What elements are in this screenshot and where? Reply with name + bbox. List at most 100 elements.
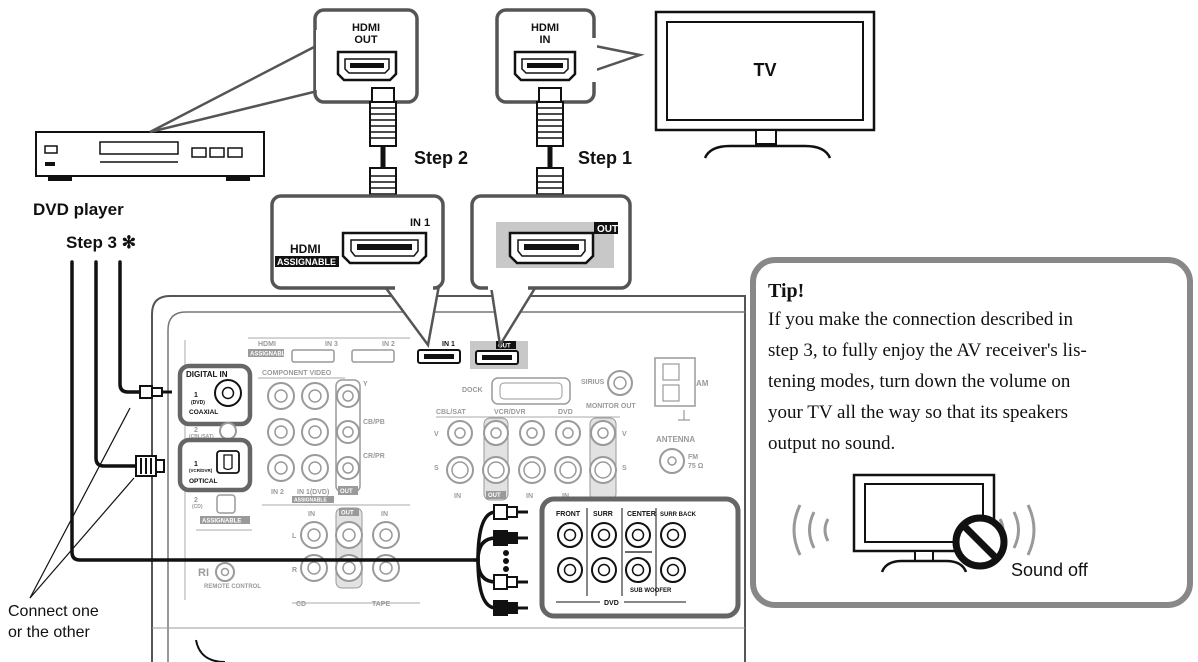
fm-label: FM: [688, 454, 698, 461]
receiver-hdmi-title: HDMI: [290, 242, 321, 256]
optical-plug-icon: [135, 455, 165, 477]
receiver-assignable-tag: ASSIGNABLE: [250, 352, 289, 358]
receiver-out-label: OUT: [597, 224, 618, 235]
hdmi-in-title-1: HDMI: [531, 22, 559, 34]
remote-control-section: RI REMOTE CONTROL: [196, 529, 261, 590]
tape-in-label: IN: [381, 511, 388, 518]
step3-label: Step 3 ✻: [66, 233, 136, 252]
tip-line-4: your TV all the way so that its speakers: [768, 402, 1068, 423]
tip-line-2: step 3, to fully enjoy the AV receiver's…: [768, 340, 1087, 361]
component-video-label: COMPONENT VIDEO: [262, 370, 332, 377]
receiver-assignable-label: ASSIGNABLE: [277, 257, 336, 267]
component-cr-label: CR/PR: [363, 453, 385, 460]
hdmi-port-icon: [513, 50, 577, 82]
rca-plug-icon: [139, 385, 172, 399]
optical-sub: (VCR/DVR): [189, 468, 213, 473]
sound-wave-icon: [792, 504, 1036, 556]
center-label: CENTER: [627, 511, 656, 518]
hdmi-port-icon: [341, 231, 428, 265]
component-cb-label: CB/PB: [363, 419, 385, 426]
hdmi-out-title-2: OUT: [354, 34, 378, 46]
callout-receiver-hdmi-out: OUT: [470, 194, 632, 349]
tip-line-3: tening modes, turn down the volume on: [768, 371, 1071, 392]
hdmi-out-title-1: HDMI: [352, 22, 380, 34]
component-y-label: Y: [363, 381, 368, 388]
receiver-hdmi-label: HDMI: [258, 341, 276, 348]
front-label: FRONT: [556, 511, 581, 518]
hdmi-port-icon: [336, 50, 398, 82]
s-label: S: [434, 465, 439, 472]
receiver-dock-sirius: DOCK SIRIUS AM: [462, 357, 709, 421]
tip-line-1: If you make the connection described in: [768, 309, 1073, 330]
receiver-hdmi-out-tag: OUT: [498, 344, 511, 350]
hdmi-port-icon: [508, 231, 595, 265]
antenna-label: ANTENNA: [656, 435, 695, 444]
r-label: R: [292, 567, 297, 574]
multichannel-input-section: FRONT SURR CENTER SURR BACK SUB WOOFER D…: [539, 496, 741, 619]
component-assignable-tag: ASSIGNABLE: [294, 498, 327, 504]
video-input-section: CBL/SAT VCR/DVR DVD MONITOR OUT V S V S …: [434, 403, 636, 501]
hdmi-port-icon: [351, 349, 395, 363]
component-in1-label: IN 1(DVD): [297, 489, 329, 496]
video-in-label-1: IN: [454, 493, 461, 500]
fm-ohm-label: 75 Ω: [688, 463, 704, 470]
multichannel-dvd-label: DVD: [604, 600, 619, 607]
coax2-num: 2: [194, 427, 198, 434]
coaxial-label: COAXIAL: [189, 409, 218, 416]
step1-label: Step 1: [578, 148, 632, 168]
surr-back-label: SURR BACK: [660, 512, 697, 518]
tv-icon: [654, 10, 876, 159]
connect-note-line1: Connect one: [8, 603, 99, 620]
surr-label: SURR: [593, 511, 613, 518]
video-out-tag: OUT: [488, 493, 501, 499]
ri-label: RI: [198, 567, 209, 579]
sirius-label: SIRIUS: [581, 379, 605, 386]
callout-dvd-hdmi-out: HDMI OUT: [149, 8, 419, 134]
sound-off-label: Sound off: [1011, 560, 1089, 580]
digital-in-section: DIGITAL IN 1 (DVD) COAXIAL 2 (CBL/SAT) 1…: [177, 363, 253, 525]
video-dvd-label: DVD: [558, 409, 573, 416]
l-label: L: [292, 533, 297, 540]
dock-label: DOCK: [462, 387, 483, 394]
callout-tv-hdmi-in: HDMI IN: [495, 8, 645, 104]
video-in-label-2: IN: [526, 493, 533, 500]
tv-label: TV: [753, 60, 776, 80]
digital-in-label: DIGITAL IN: [186, 370, 228, 379]
dvd-player-icon: [35, 131, 265, 181]
opt2-sub: (CD): [192, 504, 203, 510]
receiver-hdmi-in2-label: IN 2: [382, 341, 395, 348]
tape-out-tag: OUT: [341, 511, 354, 517]
rca-plug-icon: [493, 600, 528, 616]
rca-plug-icon: [493, 530, 528, 546]
sub-woofer-label: SUB WOOFER: [630, 588, 672, 594]
tv-icon: [852, 473, 996, 573]
cd-in-label: IN: [308, 511, 315, 518]
coaxial-sub: (DVD): [191, 400, 205, 406]
no-sound-icon: [952, 514, 1008, 570]
monitor-out-label: MONITOR OUT: [586, 403, 636, 410]
v-label-right: V: [622, 431, 627, 438]
component-in2-label: IN 2: [271, 489, 284, 496]
am-label: AM: [696, 379, 709, 388]
remote-control-label: REMOTE CONTROL: [204, 584, 261, 590]
hdmi-in-title-2: IN: [540, 34, 551, 46]
component-video-section: COMPONENT VIDEO Y CB/PB CR/PR IN 2 IN 1(…: [258, 370, 385, 504]
tape-label: TAPE: [372, 601, 390, 608]
component-jacks: [267, 382, 360, 482]
cbl-sat-label: CBL/SAT: [436, 409, 467, 416]
digital-cables: [29, 260, 477, 599]
receiver-hdmi-in3-label: IN 3: [325, 341, 338, 348]
optical-num: 1: [194, 461, 198, 468]
antenna-section: ANTENNA FM 75 Ω: [656, 435, 704, 474]
digital-assignable-tag: ASSIGNABLE: [202, 519, 241, 525]
callout-receiver-hdmi-in1: IN 1 HDMI ASSIGNABLE: [270, 194, 445, 349]
receiver-hdmi-in1-label: IN 1: [442, 341, 455, 348]
vcr-dvr-label: VCR/DVR: [494, 409, 526, 416]
coaxial-num: 1: [194, 392, 198, 399]
tip-line-5: output no sound.: [768, 433, 895, 454]
hdmi-port-icon: [291, 349, 335, 363]
optical-label: OPTICAL: [189, 478, 218, 485]
multichannel-cable-bundle: [473, 504, 528, 616]
coax2-sub: (CBL/SAT): [189, 434, 214, 440]
